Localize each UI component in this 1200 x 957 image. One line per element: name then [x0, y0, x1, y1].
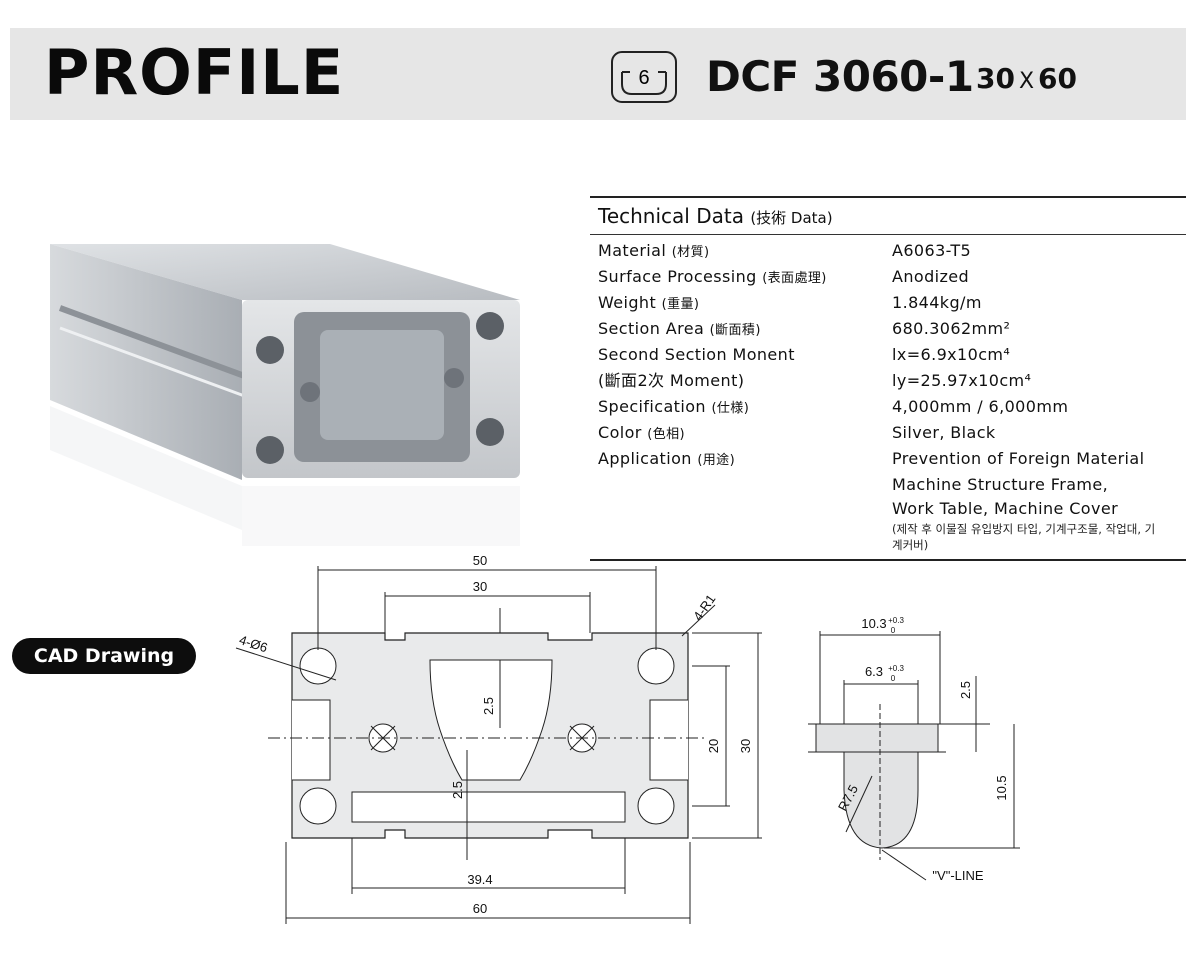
row-key-sub: (用途) [697, 453, 736, 468]
slot-width-6-3: 6.3 [865, 664, 883, 679]
row-value: Prevention of Foreign Material [892, 449, 1145, 468]
table-row: Work Table, Machine Cover [590, 497, 1186, 521]
row-value: ly=25.97x10cm⁴ [892, 371, 1032, 390]
slot-height-2-5: 2.5 [958, 681, 973, 699]
slot-width-10-3: 10.3 [861, 616, 886, 631]
slot-height-10-5: 10.5 [994, 775, 1009, 800]
table-title-text: Technical Data [598, 204, 744, 228]
row-key: (斷面2次 Moment) [598, 371, 745, 390]
profile-product-image [50, 244, 520, 546]
row-key: Material [598, 241, 667, 260]
table-row: Material (材質) A6063-T5 [590, 239, 1186, 265]
table-row: Surface Processing (表面處理) Anodized [590, 265, 1186, 291]
dim-2-5-top: 2.5 [481, 697, 496, 715]
row-value: 680.3062mm² [892, 319, 1011, 338]
slot-width-6-3-tol-top: +0.3 [888, 664, 904, 673]
profile-slot-icon: 6 [611, 51, 677, 103]
row-value: A6063-T5 [892, 241, 972, 260]
row-key: Surface Processing [598, 267, 757, 286]
table-row: Specification (仕様) 4,000mm / 6,000mm [590, 395, 1186, 421]
size-x: X [1018, 69, 1035, 94]
dim-2-5-bottom: 2.5 [450, 781, 465, 799]
table-row: Weight (重量) 1.844kg/m [590, 291, 1186, 317]
dim-39-4: 39.4 [467, 872, 492, 887]
cad-drawing-label: CAD Drawing [12, 638, 196, 674]
table-bottom-rule [590, 559, 1186, 561]
badge-number: 6 [638, 67, 649, 89]
row-key-sub: (重量) [661, 297, 700, 312]
application-note: (제작 후 이물질 유입방지 타입, 기계구조물, 작업대, 기계커버) [892, 522, 1156, 552]
table-row: Second Section Monent lx=6.9x10cm⁴ [590, 343, 1186, 369]
row-key-sub: (斷面積) [709, 323, 761, 338]
page-title: PROFILE [44, 36, 345, 109]
technical-data-table: Technical Data (技術 Data) Material (材質) A6… [590, 196, 1186, 561]
table-title: Technical Data (技術 Data) [590, 198, 1186, 235]
row-key: Second Section Monent [598, 345, 795, 364]
dim-4-r1: 4-R1 [690, 592, 718, 624]
row-key-sub: (仕様) [711, 401, 750, 416]
row-value: 4,000mm / 6,000mm [892, 397, 1069, 416]
slot-detail-drawing [808, 631, 1020, 881]
dim-30-vertical: 30 [738, 739, 753, 753]
table-row: (斷面2次 Moment) ly=25.97x10cm⁴ [590, 369, 1186, 395]
slot-width-10-3-tol-top: +0.3 [888, 616, 904, 625]
dim-30: 30 [473, 579, 487, 594]
row-key: Application [598, 449, 692, 468]
table-row: Application (用途) Prevention of Foreign Ma… [590, 447, 1186, 473]
table-row: Machine Structure Frame, [590, 473, 1186, 497]
row-key-sub: (色相) [647, 427, 686, 442]
size-height: 60 [1038, 62, 1078, 95]
row-value: 1.844kg/m [892, 293, 982, 312]
table-row: Color (色相) Silver, Black [590, 421, 1186, 447]
table-top-rule [590, 196, 1186, 198]
dim-4-hole: 4-Ø6 [237, 632, 269, 655]
row-key: Section Area [598, 319, 705, 338]
row-key-sub: (材質) [671, 245, 710, 260]
row-key: Color [598, 423, 642, 442]
row-key: Weight [598, 293, 657, 312]
dim-20: 20 [706, 739, 721, 753]
dim-50: 50 [473, 553, 487, 568]
row-key: Specification [598, 397, 706, 416]
row-value: lx=6.9x10cm⁴ [892, 345, 1011, 364]
row-value: Machine Structure Frame, [892, 475, 1109, 494]
table-title-sub: (技術 Data) [750, 209, 833, 227]
row-value: Work Table, Machine Cover [892, 499, 1119, 518]
row-value: Silver, Black [892, 423, 996, 442]
v-line-label: "V"-LINE [932, 868, 983, 883]
row-value: Anodized [892, 267, 970, 286]
slot-width-10-3-tol-bottom: 0 [891, 626, 896, 635]
table-rows: Material (材質) A6063-T5 Surface Processing… [590, 235, 1186, 553]
row-key-sub: (表面處理) [762, 271, 827, 286]
slot-width-6-3-tol-bottom: 0 [891, 674, 896, 683]
size-width: 30 [976, 62, 1015, 95]
dim-60: 60 [473, 901, 487, 916]
model-name: DCF 3060-1 [706, 52, 974, 101]
table-row: Section Area (斷面積) 680.3062mm² [590, 317, 1186, 343]
